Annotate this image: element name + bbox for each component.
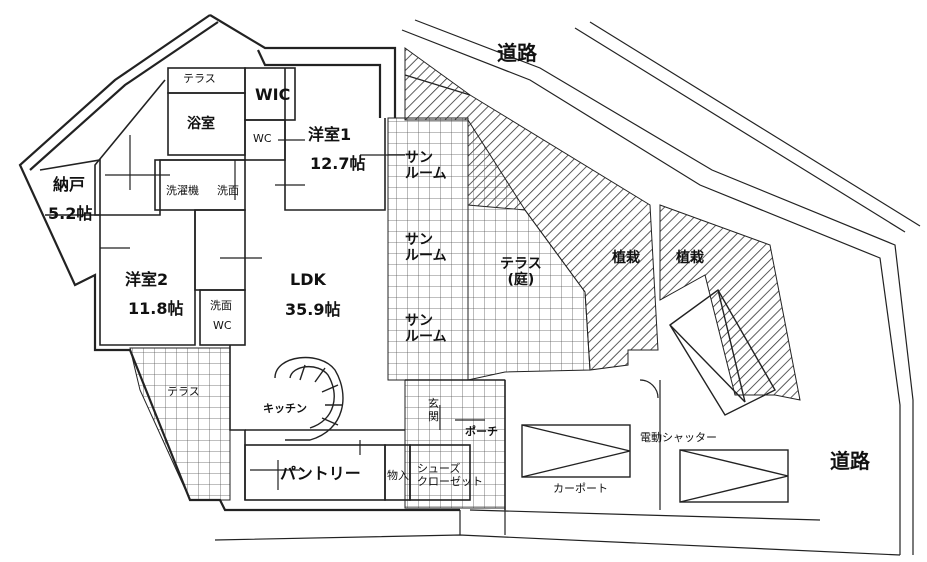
shutter-label: 電動シャッター <box>640 431 717 444</box>
wc-lower-label: WC <box>213 319 232 332</box>
wc-upper-label: WC <box>253 132 272 145</box>
western2-name-label: 洋室2 <box>125 270 169 289</box>
planting1-label: 植栽 <box>612 250 640 266</box>
road-right-label: 道路 <box>830 449 870 473</box>
terrace-left-label: テラス <box>167 385 200 398</box>
storage-size-label: 5.2帖 <box>48 204 93 223</box>
bath-label: 浴室 <box>187 116 215 132</box>
shoes-closet-label: シューズ クローゼット <box>417 462 483 488</box>
wic-label: WIC <box>255 85 291 104</box>
road-lines <box>401 19 921 555</box>
storage-name-label: 納戸 <box>53 175 86 194</box>
sunroom2-label: サン ルーム <box>405 232 447 265</box>
porch-label: ポーチ <box>465 425 498 438</box>
washer-label: 洗濯機 <box>166 184 199 197</box>
western2-size-label: 11.8帖 <box>128 299 184 318</box>
western1-size-label: 12.7帖 <box>310 154 366 173</box>
pantry-label: パントリー <box>280 464 361 483</box>
building-walls <box>18 14 460 512</box>
planting2-label: 植栽 <box>676 250 704 266</box>
site-boundary <box>214 380 901 556</box>
spiral-staircase <box>274 356 344 441</box>
closet-label: 物入 <box>387 469 409 482</box>
door-markers <box>100 135 659 490</box>
sunroom1-label: サン ルーム <box>405 150 447 183</box>
washroom-lower-label: 洗面 <box>210 299 232 312</box>
washroom-upper-label: 洗面 <box>217 184 239 197</box>
carport-label: カーポート <box>553 482 608 495</box>
terrace-top-label: テラス <box>183 72 216 85</box>
terrace-garden-label: テラス (庭) <box>500 256 542 289</box>
western1-name-label: 洋室1 <box>308 125 352 144</box>
ldk-size-label: 35.9帖 <box>285 300 341 319</box>
ldk-name-label: LDK <box>290 270 326 289</box>
sunroom3-label: サン ルーム <box>405 313 447 346</box>
interior-walls <box>39 67 506 510</box>
kitchen-label: キッチン <box>263 402 307 415</box>
road-top-label: 道路 <box>497 41 537 65</box>
tiled-areas <box>129 117 591 509</box>
carport-spaces <box>521 288 789 503</box>
entrance-label: 玄 関 <box>428 397 439 423</box>
